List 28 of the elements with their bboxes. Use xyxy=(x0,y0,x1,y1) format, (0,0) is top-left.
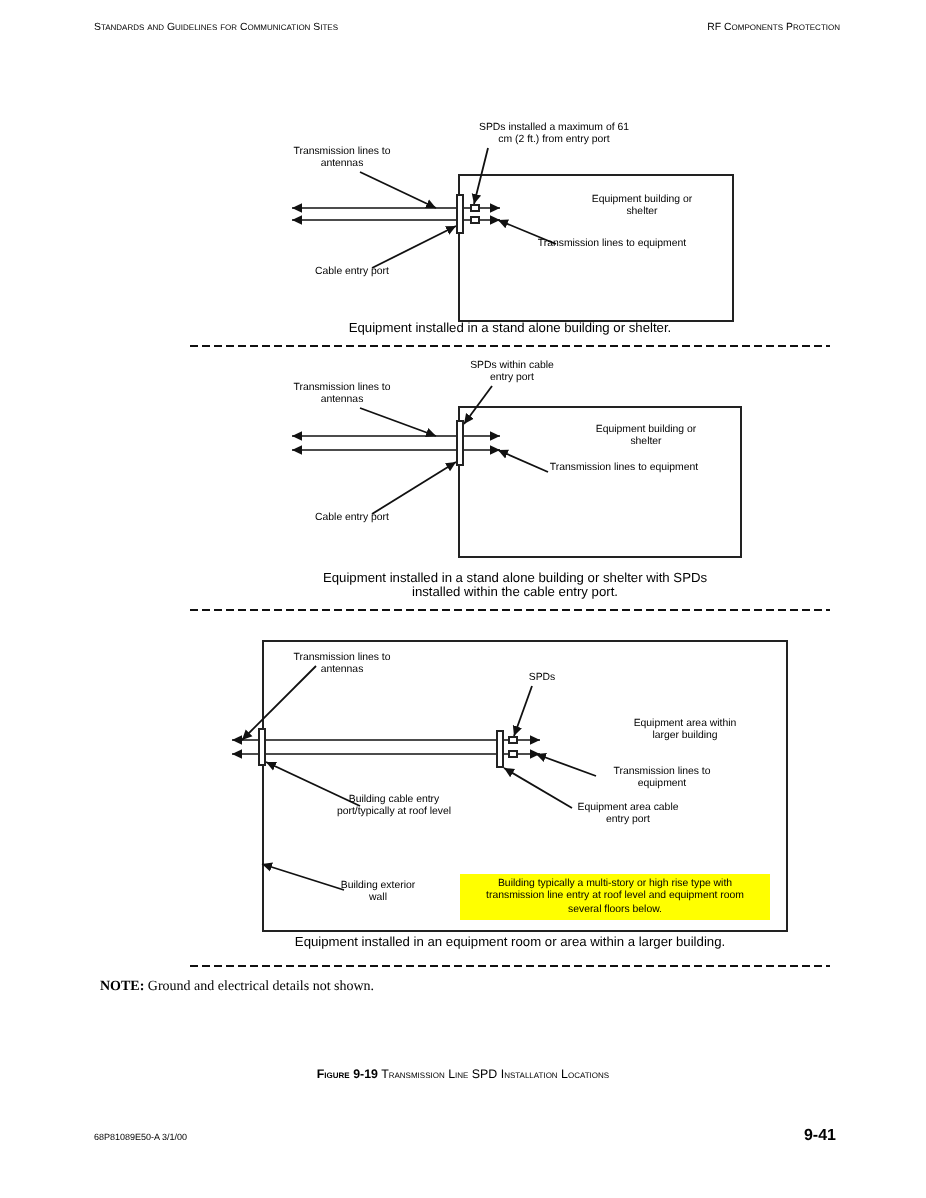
leader-line xyxy=(241,665,317,741)
building-outline xyxy=(458,174,734,322)
leader-line xyxy=(265,761,361,807)
transmission-line xyxy=(291,203,501,213)
transmission-line xyxy=(231,735,541,745)
leader-line xyxy=(359,407,437,438)
building-outline xyxy=(458,406,742,558)
transmission-line xyxy=(291,431,501,441)
cable-entry-port xyxy=(496,730,504,768)
building-outline xyxy=(262,640,788,932)
leader-line xyxy=(497,219,557,245)
page-number: 9-41 xyxy=(801,1126,836,1144)
leader-line xyxy=(261,862,345,891)
leader-line xyxy=(512,685,533,737)
leader-line xyxy=(497,449,549,473)
leader-line xyxy=(371,225,457,269)
spd-mark xyxy=(470,204,480,212)
spd-mark xyxy=(470,216,480,224)
transmission-line xyxy=(231,749,541,759)
leader-line xyxy=(471,147,489,205)
transmission-line xyxy=(291,445,501,455)
cable-entry-port xyxy=(258,728,266,766)
leader-line xyxy=(359,171,437,209)
transmission-line xyxy=(291,215,501,225)
leader-line xyxy=(503,767,573,809)
leader-line xyxy=(463,385,493,425)
leader-line xyxy=(535,752,597,777)
leader-line xyxy=(371,461,457,515)
